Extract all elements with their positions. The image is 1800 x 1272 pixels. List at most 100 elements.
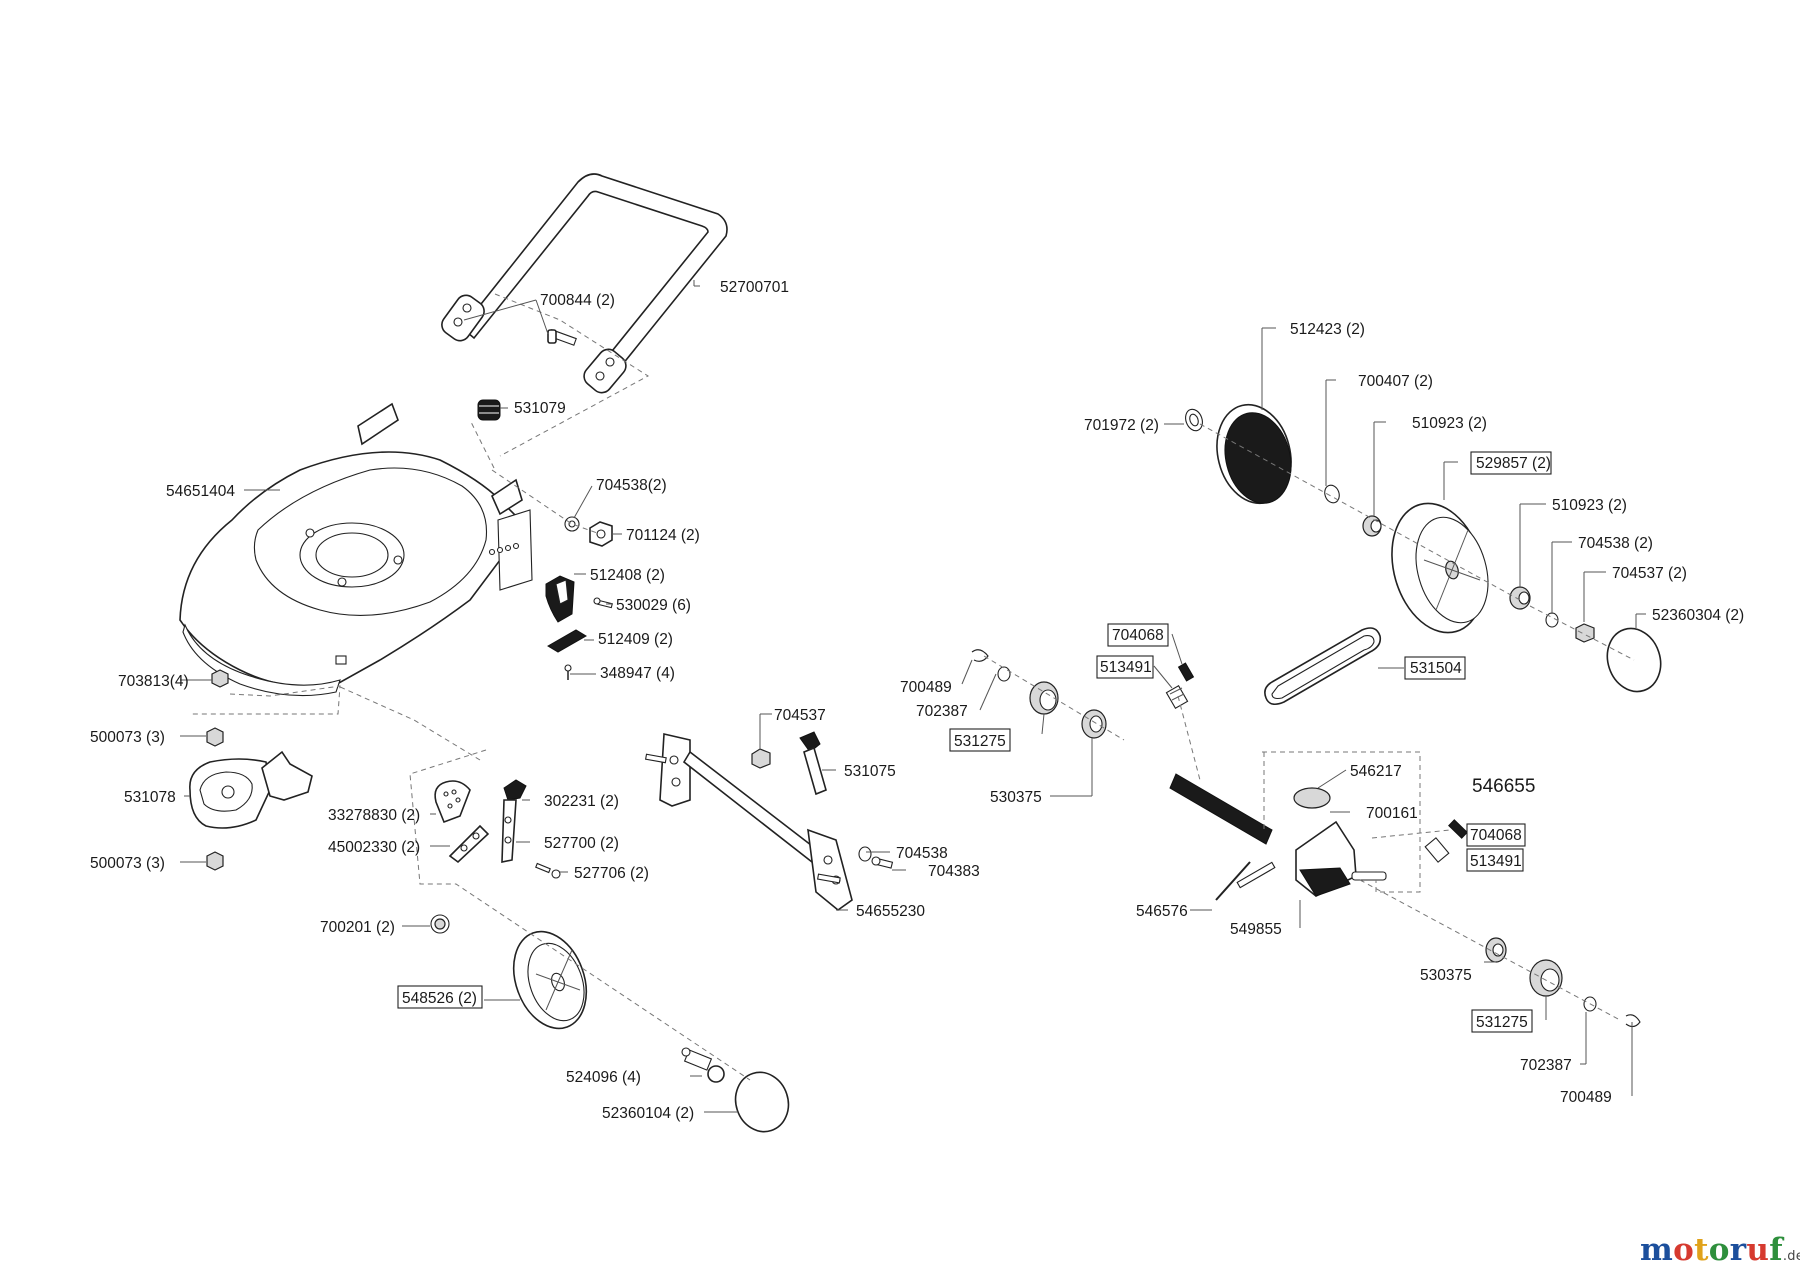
label-529857: 529857 (2) <box>1476 455 1551 472</box>
bolt-part <box>547 329 577 346</box>
front-wheel-548526-part <box>512 930 588 1030</box>
label-704068-right: 704068 <box>1470 827 1522 844</box>
lever-302231-part <box>501 779 527 863</box>
label-510923-top: 510923 (2) <box>1412 415 1487 432</box>
clip-700489-left-part <box>971 649 989 662</box>
label-512409: 512409 (2) <box>598 631 673 648</box>
label-33278830: 33278830 (2) <box>328 807 420 824</box>
brand-logo: motoruf.de <box>1640 1232 1800 1268</box>
label-531504: 531504 <box>1410 660 1462 677</box>
label-52700701: 52700701 <box>720 279 789 296</box>
knob-part <box>477 399 501 421</box>
label-700201: 700201 (2) <box>320 919 395 936</box>
washer-700407-part <box>1324 484 1340 504</box>
label-531078: 531078 <box>124 789 176 806</box>
pinion-531275-left-part <box>1029 681 1059 715</box>
bushing-510923-bottom-part <box>1509 586 1531 610</box>
label-524096: 524096 (4) <box>566 1069 641 1086</box>
label-548526: 548526 (2) <box>402 990 477 1007</box>
assembly-lines <box>190 293 1635 1081</box>
label-703813: 703813(4) <box>118 673 189 690</box>
guard-531078-part <box>189 750 313 829</box>
label-54651404: 54651404 <box>166 483 235 500</box>
label-701124: 701124 (2) <box>626 527 700 544</box>
label-704537-right: 704537 (2) <box>1612 565 1687 582</box>
label-700844: 700844 (2) <box>540 292 615 309</box>
label-701972: 701972 (2) <box>1084 417 1159 434</box>
bolt-704383-part <box>871 856 894 869</box>
label-546576: 546576 <box>1136 903 1188 920</box>
shutter-512408-part <box>545 575 575 623</box>
label-530029: 530029 (6) <box>616 597 691 614</box>
label-700161: 700161 <box>1366 805 1418 822</box>
key-704068-top-part <box>1177 662 1195 682</box>
spring-513491-top-part <box>1165 684 1189 710</box>
deck-part <box>179 402 533 697</box>
label-513491-top: 513491 <box>1100 659 1152 676</box>
washer-702387-left-part <box>997 666 1011 682</box>
label-527706: 527706 (2) <box>574 865 649 882</box>
label-512423: 512423 (2) <box>1290 321 1365 338</box>
label-546655: 546655 <box>1472 776 1535 797</box>
nut-500073-top-part <box>206 727 224 747</box>
label-704068-top: 704068 <box>1112 627 1164 644</box>
label-527700: 527700 (2) <box>544 835 619 852</box>
nut-701124-part <box>589 521 613 547</box>
flap-512409-part <box>547 629 587 653</box>
screw-527706-part <box>535 862 561 879</box>
label-531079: 531079 <box>514 400 566 417</box>
bushing-510923-top-part <box>1362 515 1382 537</box>
label-513491-right: 513491 <box>1470 853 1522 870</box>
nut-704537-center-part <box>751 748 771 769</box>
label-512408: 512408 (2) <box>590 567 665 584</box>
label-500073-bottom: 500073 (3) <box>90 855 165 872</box>
screw-348947-part <box>564 664 572 680</box>
nut-704538-part <box>564 516 580 532</box>
spring-513491-right-part <box>1424 837 1450 863</box>
label-302231: 302231 (2) <box>544 793 619 810</box>
label-549855: 549855 <box>1230 921 1282 938</box>
segment-33278830-part <box>434 780 471 824</box>
label-348947: 348947 (4) <box>600 665 675 682</box>
washer-704538-center-part <box>858 846 872 862</box>
label-704538-center: 704538 <box>896 845 948 862</box>
label-54655230: 54655230 <box>856 903 925 920</box>
washer-701972-part <box>1185 408 1203 432</box>
label-531075: 531075 <box>844 763 896 780</box>
cover-512423-part <box>1216 403 1292 505</box>
clip-700489-right-part <box>1625 1014 1641 1028</box>
screw-530029-part <box>593 597 613 609</box>
brand-char: t <box>1694 1232 1709 1268</box>
nut-703813-part <box>211 669 229 688</box>
callout-boxes <box>397 451 1552 1033</box>
rear-wheel-529857-part <box>1391 502 1489 634</box>
brand-char: u <box>1746 1232 1770 1268</box>
label-704383: 704383 <box>928 863 980 880</box>
pinion-531275-right-part <box>1529 959 1563 997</box>
callout-labels: 52700701 700844 (2) 531079 54651404 7045… <box>90 279 1744 1122</box>
cap-52360104-part <box>734 1071 790 1133</box>
label-700407: 700407 (2) <box>1358 373 1433 390</box>
label-530375-left: 530375 <box>990 789 1042 806</box>
axle-54655230-part <box>644 733 853 912</box>
label-702387-left: 702387 <box>916 703 968 720</box>
bolt-524096-part <box>681 1047 725 1083</box>
brand-char: r <box>1729 1232 1747 1268</box>
belt-531504-part <box>1264 627 1382 706</box>
label-45002330: 45002330 (2) <box>328 839 420 856</box>
label-530375-right: 530375 <box>1420 967 1472 984</box>
lever-531075-part <box>799 731 827 796</box>
label-52360104: 52360104 (2) <box>602 1105 694 1122</box>
label-531275-left: 531275 <box>954 733 1006 750</box>
brand-char: o <box>1673 1232 1695 1268</box>
label-704537-center: 704537 <box>774 707 826 724</box>
bearing-700201-part <box>430 914 450 934</box>
handle-part <box>441 173 728 394</box>
key-704068-right-part <box>1448 819 1468 839</box>
label-510923-bottom: 510923 (2) <box>1552 497 1627 514</box>
label-704538-deck: 704538(2) <box>596 477 667 494</box>
label-546217: 546217 <box>1350 763 1402 780</box>
label-52360304: 52360304 (2) <box>1652 607 1744 624</box>
leader-lines <box>180 280 1646 1113</box>
